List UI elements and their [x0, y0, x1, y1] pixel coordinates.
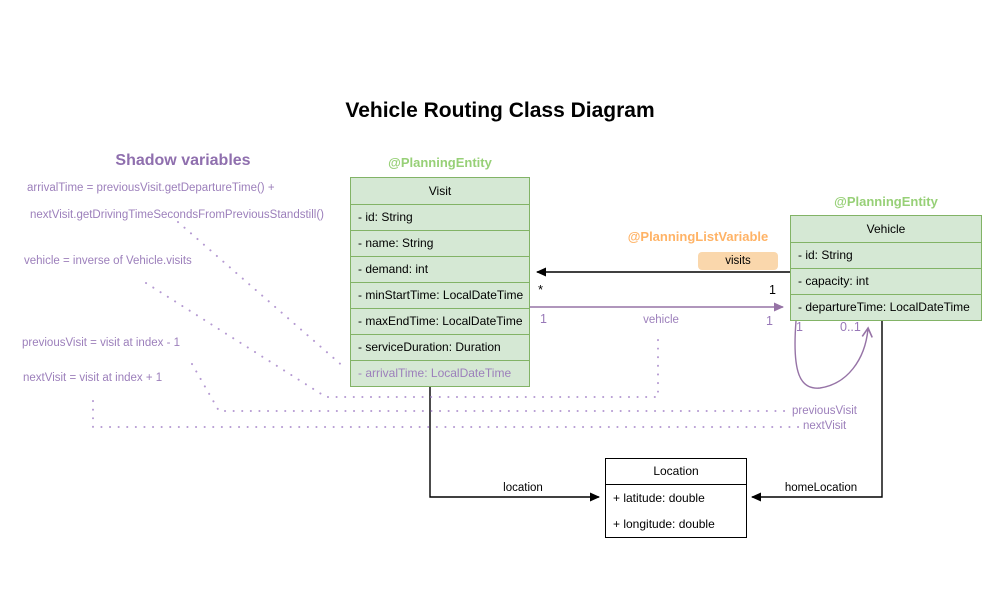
- visit-attribute: - maxEndTime: LocalDateTime: [351, 308, 529, 334]
- vehicle-attribute: - id: String: [791, 242, 981, 268]
- vehicle-attribute: - departureTime: LocalDateTime: [791, 294, 981, 320]
- planning-entity-annotation-vehicle: @PlanningEntity: [834, 194, 938, 209]
- planning-list-variable-annotation: @PlanningListVariable: [627, 229, 769, 244]
- home-location-edge: [751, 320, 883, 502]
- self-loop-multiplicity-zero-one: 0..1: [840, 320, 861, 334]
- visits-multiplicity-star: *: [538, 282, 544, 297]
- shadow-variable-line: vehicle = inverse of Vehicle.visits: [24, 255, 192, 267]
- vehicle-self-loop-edge: [794, 320, 873, 389]
- visit-class: Visit - id: String - name: String - dema…: [350, 177, 530, 387]
- visit-attribute-arrival-time: - arrivalTime: LocalDateTime: [351, 360, 529, 386]
- shadow-variable-line: nextVisit = visit at index + 1: [23, 372, 163, 384]
- location-class: Location + latitude: double + longitude:…: [605, 458, 747, 538]
- vehicle-dotted-connector: [145, 282, 659, 398]
- visit-attribute: - name: String: [351, 230, 529, 256]
- arrival-time-dotted-connector: [177, 221, 346, 369]
- next-visit-dotted-connector: [92, 400, 800, 428]
- home-location-edge-label: homeLocation: [784, 482, 858, 494]
- vehicle-edge-multiplicity-left: 1: [540, 312, 547, 326]
- visits-edge-label: visits: [698, 252, 778, 270]
- location-edge: [429, 385, 600, 502]
- vehicle-class: Vehicle - id: String - capacity: int - d…: [790, 215, 982, 321]
- shadow-variable-line: arrivalTime = previousVisit.getDeparture…: [27, 182, 275, 194]
- location-attribute: + longitude: double: [613, 517, 715, 531]
- page-title: Vehicle Routing Class Diagram: [345, 99, 655, 122]
- vehicle-edge-multiplicity-right: 1: [766, 314, 773, 328]
- visit-attribute: - id: String: [351, 204, 529, 230]
- visit-attribute: - minStartTime: LocalDateTime: [351, 282, 529, 308]
- visits-multiplicity-one: 1: [769, 283, 776, 297]
- visit-class-name: Visit: [428, 184, 452, 198]
- shadow-variables-heading: Shadow variables: [115, 152, 251, 169]
- shadow-variable-line: previousVisit = visit at index - 1: [22, 337, 180, 349]
- vehicle-edge-label: vehicle: [643, 314, 679, 326]
- previous-visit-label: previousVisit: [792, 405, 857, 417]
- vehicle-class-name: Vehicle: [866, 222, 906, 236]
- vehicle-attribute: - capacity: int: [791, 268, 981, 294]
- previous-visit-dotted-connector: [191, 363, 789, 412]
- location-edge-label: location: [503, 482, 543, 494]
- visit-attribute: - demand: int: [351, 256, 529, 282]
- visit-attribute: - serviceDuration: Duration: [351, 334, 529, 360]
- next-visit-label: nextVisit: [803, 420, 847, 432]
- shadow-variable-line: nextVisit.getDrivingTimeSecondsFromPrevi…: [30, 209, 324, 221]
- planning-entity-annotation-visit: @PlanningEntity: [388, 155, 492, 170]
- location-class-name: Location: [606, 459, 746, 485]
- location-attribute: + latitude: double: [613, 491, 705, 505]
- self-loop-multiplicity-one: 1: [796, 320, 803, 334]
